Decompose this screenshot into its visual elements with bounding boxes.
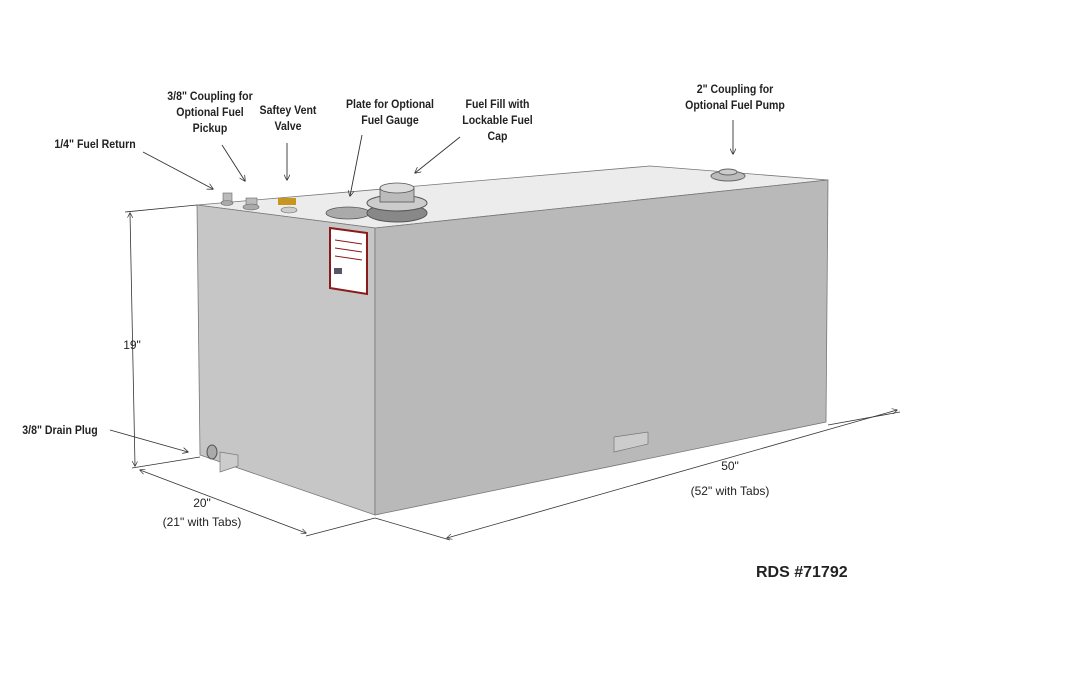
label-line: Cap	[487, 129, 508, 143]
label-drain-plug: 3/8" Drain Plug	[22, 423, 98, 437]
label-line: 2" Coupling for	[696, 82, 774, 96]
label-line: 3/8" Coupling for	[167, 89, 253, 103]
vent-valve-fitting	[278, 198, 298, 214]
fuel-return-fitting	[220, 192, 234, 206]
label-vent-valve: Saftey Vent Valve	[253, 102, 323, 134]
fuel-fill-cap	[366, 182, 428, 223]
dimension-note: (52" with Tabs)	[690, 484, 770, 498]
label-line: Pickup	[192, 121, 228, 135]
label-line: Optional Fuel	[176, 105, 244, 119]
dimension-lines	[124, 204, 901, 541]
dimension-length: 50" (52" with Tabs)	[675, 457, 785, 501]
data-plate	[329, 226, 368, 296]
label-line: Optional Fuel Pump	[685, 98, 785, 112]
mounting-tab-left	[219, 451, 239, 473]
label-line: Fuel Fill with	[465, 97, 530, 111]
label-line: Saftey Vent	[259, 103, 317, 117]
pickup-coupling-fitting	[242, 197, 260, 211]
label-line: Lockable Fuel	[462, 113, 533, 127]
label-pickup-coupling: 3/8" Coupling for Optional Fuel Pickup	[157, 88, 263, 136]
dimension-note: (21" with Tabs)	[162, 515, 242, 529]
label-gauge-plate: Plate for Optional Fuel Gauge	[337, 96, 443, 128]
dimension-value: 50"	[721, 459, 739, 473]
label-pump-coupling: 2" Coupling for Optional Fuel Pump	[676, 81, 794, 113]
label-line: Fuel Gauge	[361, 113, 419, 127]
label-line: Valve	[274, 119, 302, 133]
drain-plug	[206, 444, 218, 460]
label-fuel-fill: Fuel Fill with Lockable Fuel Cap	[451, 96, 543, 144]
dimension-height: 19"	[123, 338, 141, 352]
dimension-width: 20" (21" with Tabs)	[152, 494, 252, 532]
label-line: Plate for Optional	[345, 97, 434, 111]
pump-coupling-fitting	[710, 168, 746, 182]
model-number: RDS #71792	[756, 564, 848, 581]
gauge-plate	[325, 206, 371, 220]
dimension-value: 20"	[193, 496, 211, 510]
label-fuel-return: 1/4" Fuel Return	[54, 137, 136, 151]
leader-lines	[109, 120, 733, 452]
